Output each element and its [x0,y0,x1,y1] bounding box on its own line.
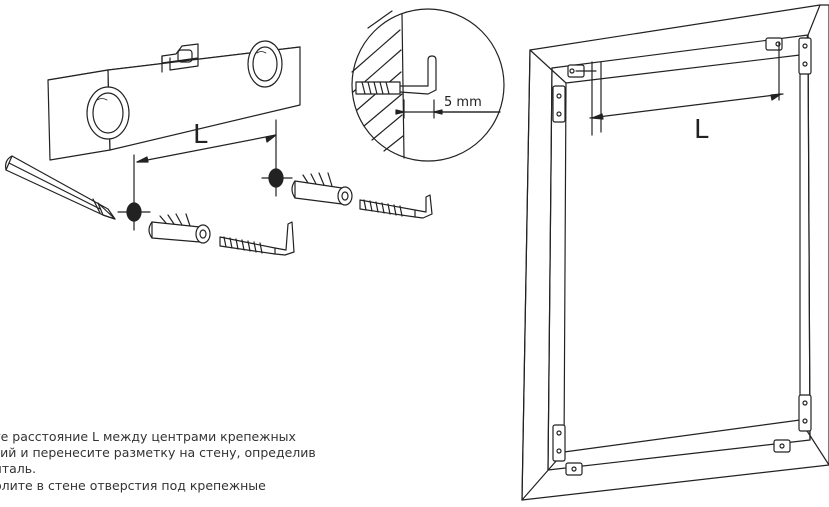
wall-plug-icon [148,213,211,244]
left-drill-mark [117,154,151,231]
wall-plug-icon-right [291,172,353,206]
spirit-level-icon [47,40,301,161]
hook-screw-icon [219,221,295,256]
offset-label: 5 mm [444,95,482,110]
frame-illustration [521,4,829,501]
instruction-line: онталь. [0,461,37,477]
distance-label-right: L [694,115,709,145]
instructions-text: ьте расстояние L между центрами крепежны… [0,429,416,494]
frame-bracket-icon [552,64,597,123]
frame-bracket-icon-bottom-right [773,394,812,453]
detail-callout [351,8,505,162]
distance-dimension-left [136,134,277,163]
pencil-icon [5,155,116,220]
instruction-line: ерлите в стене отверстия под крепежные [0,477,266,493]
distance-label-left: L [193,120,208,150]
distance-dimension-right [589,41,784,136]
frame-bracket-icon-bottom-left [552,424,583,476]
frame-bracket-icon-top-right [765,37,812,75]
hook-screw-icon-right [359,194,433,219]
instruction-line: ьте расстояние L между центрами крепежны… [0,429,296,444]
right-drill-mark [261,119,293,197]
instruction-line: стий и перенесите разметку на стену, опр… [0,445,316,461]
